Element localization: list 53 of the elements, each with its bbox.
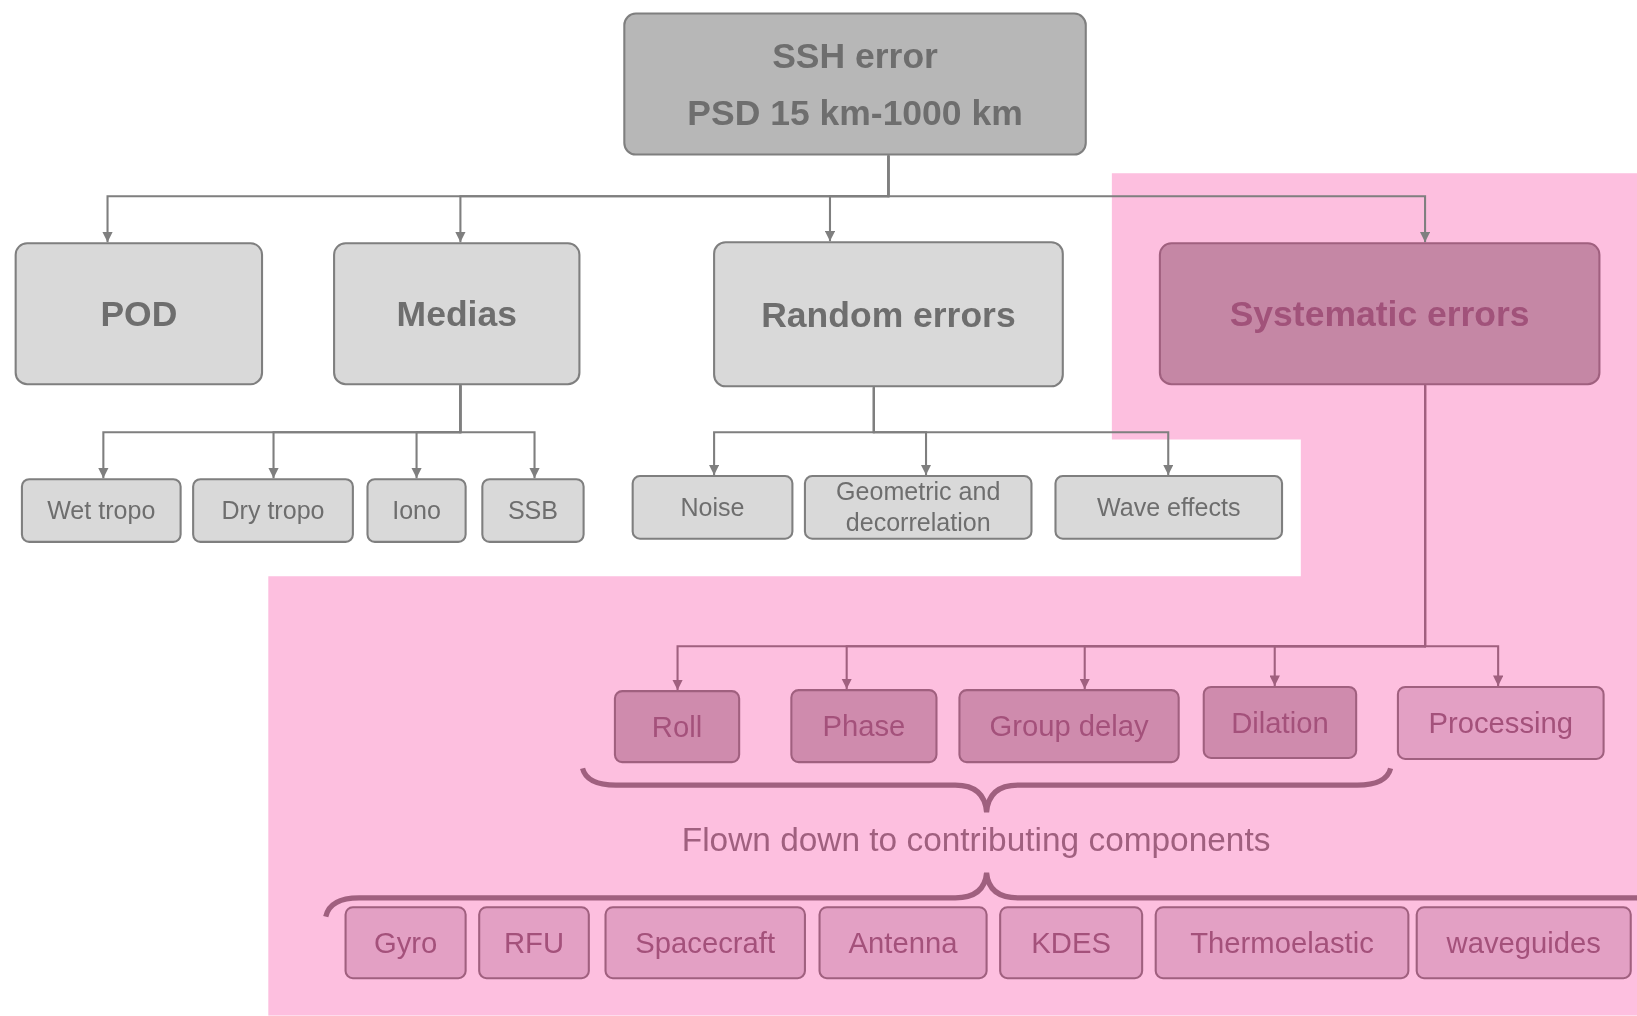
component-box (366, 478, 467, 543)
box-subtitle: PSD 15 km-1000 km (687, 91, 1023, 135)
box-label: Roll (651, 709, 703, 745)
box-label: Iono (392, 494, 441, 527)
component-box (818, 906, 988, 980)
category-box (623, 12, 1087, 156)
box-label: Wave effects (1097, 491, 1241, 523)
category-box (1158, 242, 1601, 386)
box-label: POD (100, 292, 178, 336)
box-label: Group delay (989, 708, 1149, 745)
box-label: waveguides (1446, 925, 1601, 961)
box-label: Dry tropo (221, 494, 325, 527)
box-label: Spacecraft (635, 925, 776, 961)
box-label: RFU (503, 925, 565, 961)
arrow (872, 387, 1174, 475)
component-box (1054, 475, 1284, 540)
note-text: Flown down to contributing components (681, 820, 1271, 860)
category-box (713, 241, 1064, 388)
box-label: Noise (680, 491, 745, 523)
arrow (1424, 385, 1504, 686)
component-box (803, 475, 1033, 540)
component-box (1396, 685, 1605, 761)
component-box (631, 475, 794, 540)
component-box (604, 906, 806, 980)
box-label: Antenna (848, 925, 958, 961)
component-box (20, 478, 182, 543)
box-label: Geometric and decorrelation (835, 476, 1002, 539)
box-label: SSB (507, 494, 559, 527)
component-box (1154, 906, 1410, 980)
component-box (790, 689, 938, 764)
box-label: Wet tropo (47, 494, 156, 527)
box-title: SSH error (772, 34, 938, 78)
component-box (999, 906, 1144, 980)
category-box (333, 242, 581, 386)
box-label: Dilation (1231, 705, 1329, 741)
component-box (481, 478, 585, 543)
component-box (613, 690, 741, 764)
component-box (192, 478, 354, 543)
box-label: Processing (1428, 705, 1574, 742)
component-box (478, 906, 590, 980)
box-label: KDES (1031, 925, 1111, 961)
component-box (1202, 685, 1358, 759)
component-box (1415, 906, 1632, 980)
box-label: Thermoelastic (1190, 925, 1374, 961)
box-label: Phase (822, 708, 906, 745)
box-label: Random errors (761, 293, 1016, 336)
box-label: Medias (396, 292, 517, 336)
component-box (344, 906, 467, 980)
arrow (459, 385, 540, 479)
category-box (14, 242, 264, 386)
box-label: Gyro (373, 925, 438, 961)
component-box (958, 689, 1180, 764)
arrow (887, 155, 1431, 243)
